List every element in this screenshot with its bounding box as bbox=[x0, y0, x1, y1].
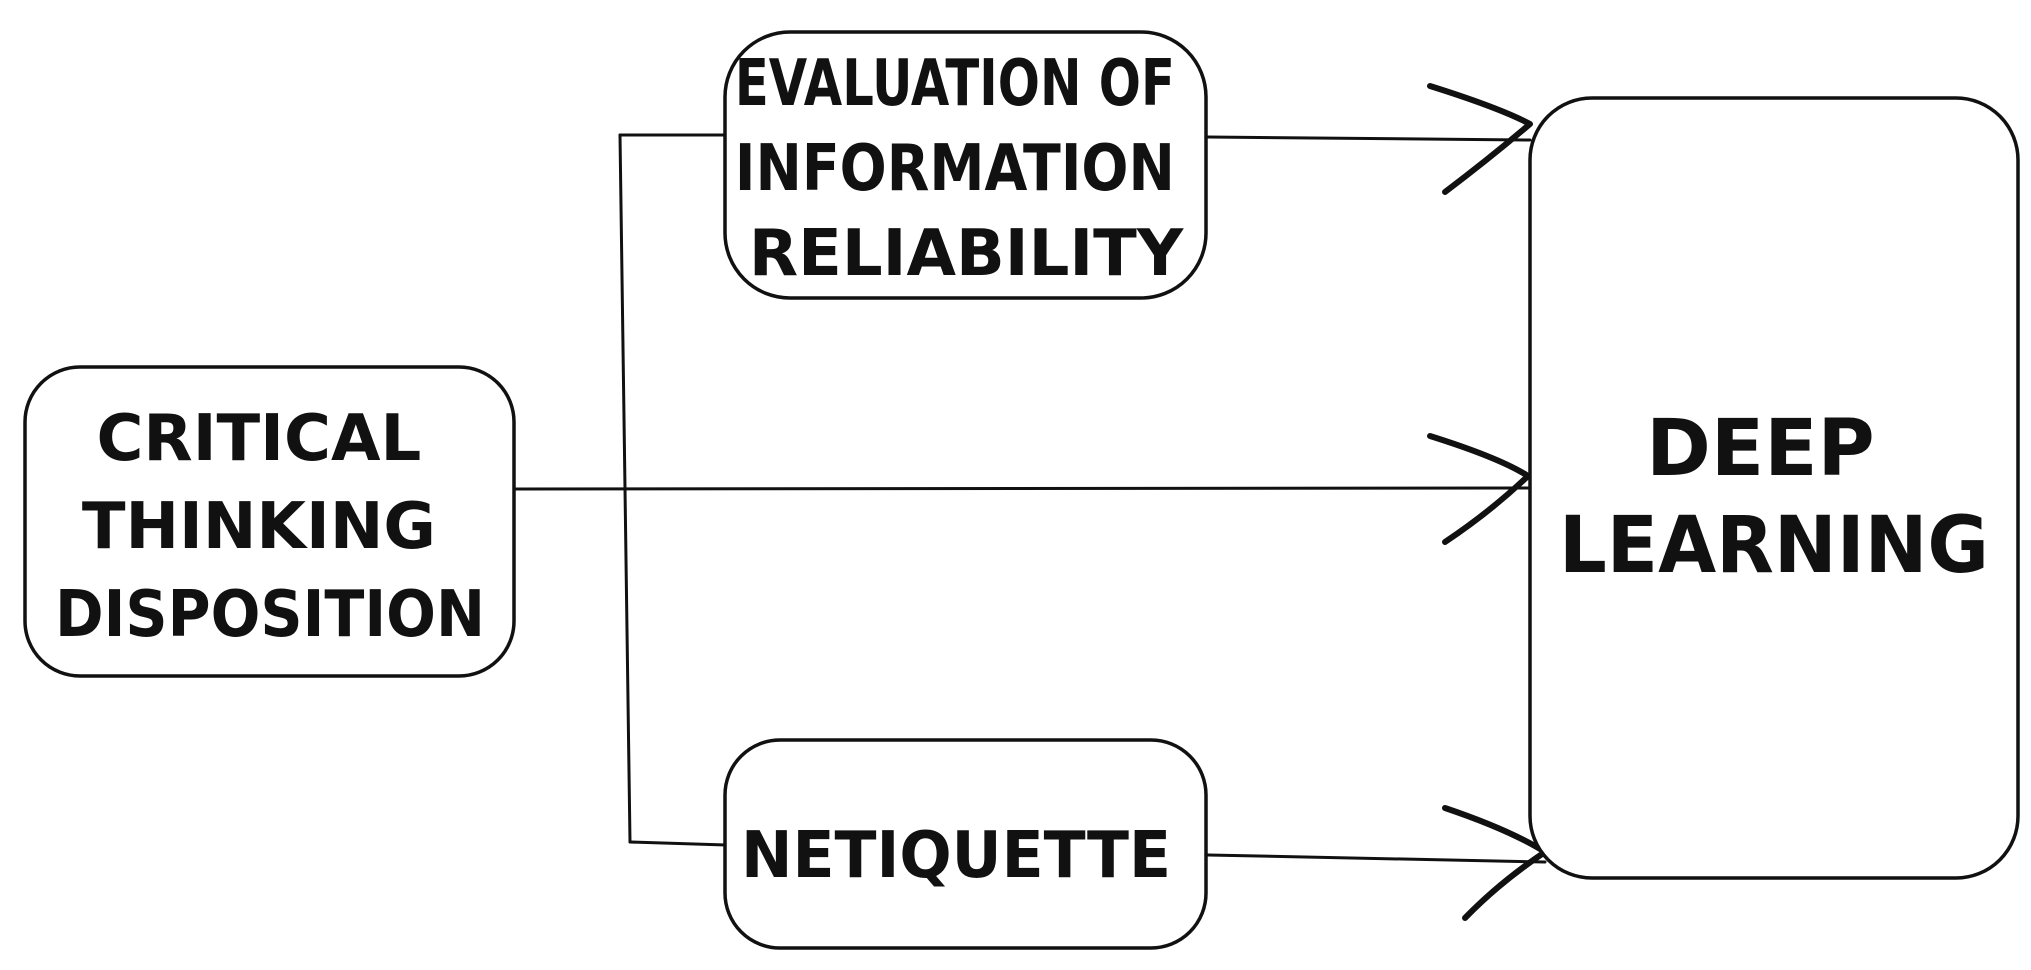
evaluation-label-line: EVALUATION OF bbox=[735, 47, 1175, 121]
evaluation-label: EVALUATION OF INFORMATION RELIABILITY bbox=[735, 47, 1197, 291]
critical-thinking-label-line: CRITICAL bbox=[96, 402, 421, 476]
critical-thinking-box bbox=[23, 365, 516, 678]
branch-to-netiquette-connector bbox=[628, 840, 728, 847]
netiquette-to-deep-learning-line bbox=[1206, 853, 1547, 864]
evaluation-label-line: RELIABILITY bbox=[749, 217, 1184, 291]
deep-learning-box bbox=[1528, 96, 2020, 880]
deep-learning-label-line: DEEP bbox=[1646, 404, 1874, 494]
netiquette-label-line: NETIQUETTE bbox=[741, 819, 1171, 893]
critical-thinking-label-line: THINKING bbox=[82, 490, 436, 564]
deep-learning-label-line: LEARNING bbox=[1559, 501, 1989, 591]
evaluation-to-deep-learning-line bbox=[1206, 135, 1532, 142]
netiquette-box bbox=[723, 738, 1208, 950]
arrowhead-critical-thinking-to-deep-learning bbox=[1427, 433, 1531, 545]
evaluation-label-line: INFORMATION bbox=[735, 132, 1175, 206]
critical-thinking-to-deep-learning-line bbox=[514, 486, 1532, 491]
netiquette-label: NETIQUETTE bbox=[741, 819, 1171, 893]
arrowhead-evaluation-to-deep-learning bbox=[1427, 83, 1533, 195]
deep-learning-label: DEEP LEARNING bbox=[1559, 404, 1989, 591]
evaluation-box bbox=[723, 30, 1208, 300]
critical-thinking-label-line: DISPOSITION bbox=[55, 578, 485, 652]
critical-thinking-label: CRITICAL THINKING DISPOSITION bbox=[55, 402, 485, 652]
